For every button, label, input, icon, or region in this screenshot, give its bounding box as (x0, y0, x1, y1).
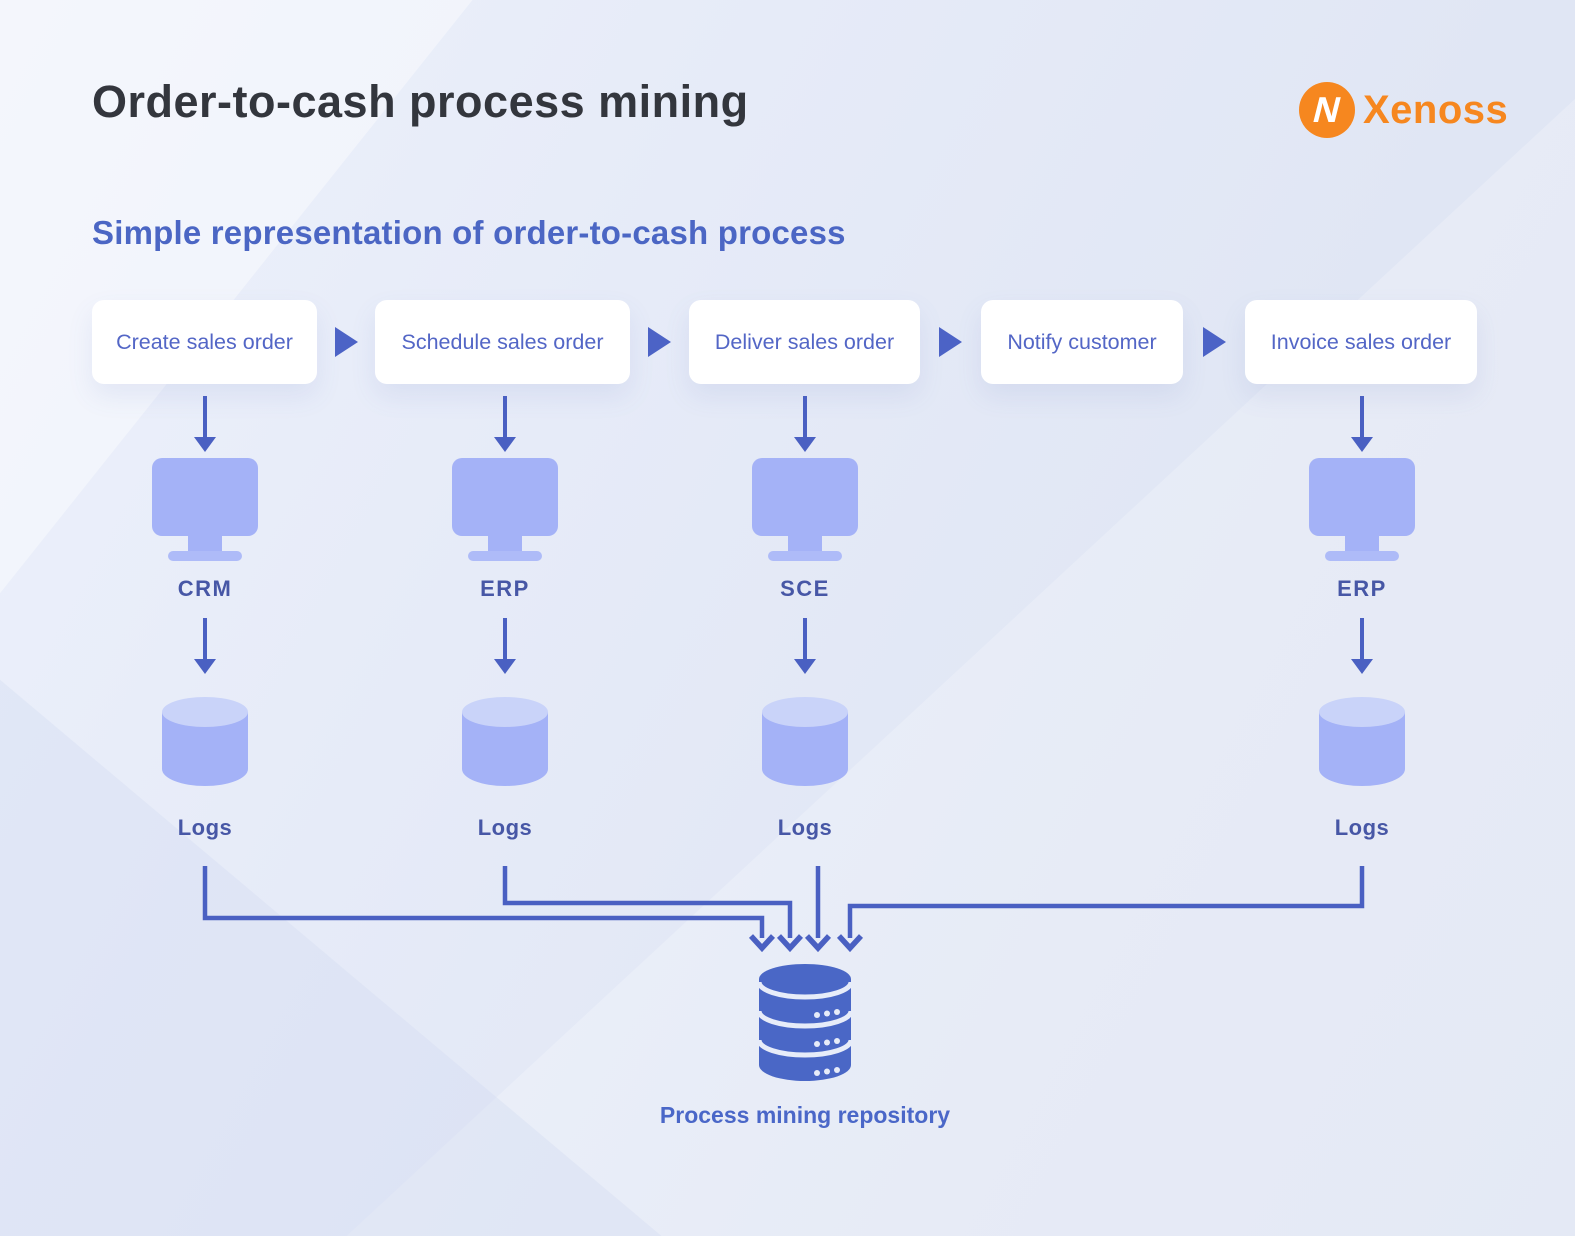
database-stack-icon (756, 963, 854, 1088)
system-label: CRM (177, 576, 233, 601)
monitor-icon (452, 458, 558, 561)
database-cylinder-icon (462, 696, 548, 793)
arrow-down-icon (494, 618, 516, 674)
flow-step-schedule-sales-order: Schedule sales order (375, 300, 630, 384)
system-label: ERP (1337, 576, 1387, 601)
right-triangle-arrow-icon (648, 327, 671, 357)
arrow-down-icon (1351, 618, 1373, 674)
monitor-icon (1309, 458, 1415, 561)
logs-label: Logs (477, 815, 533, 840)
system-column-erp-invoice: ERP Logs (1292, 396, 1432, 841)
flow-step-create-sales-order: Create sales order (92, 300, 317, 384)
logs-label: Logs (177, 815, 233, 840)
monitor-icon (152, 458, 258, 561)
system-column-crm: CRM Logs (135, 396, 275, 841)
system-column-erp: ERP Logs (435, 396, 575, 841)
right-triangle-arrow-icon (939, 327, 962, 357)
logo: N Xenoss (1299, 82, 1508, 138)
flow-step-notify-customer: Notify customer (981, 300, 1183, 384)
flow-step-deliver-sales-order: Deliver sales order (689, 300, 920, 384)
right-triangle-arrow-icon (1203, 327, 1226, 357)
arrow-down-icon (194, 396, 216, 452)
arrow-down-icon (794, 396, 816, 452)
database-cylinder-icon (1319, 696, 1405, 793)
logo-text: Xenoss (1363, 87, 1509, 132)
arrow-down-icon (494, 396, 516, 452)
arrow-down-icon (1351, 396, 1373, 452)
logo-mark-icon: N (1299, 82, 1355, 138)
arrow-down-icon (194, 618, 216, 674)
database-cylinder-icon (162, 696, 248, 793)
logo-mark-letter: N (1309, 89, 1346, 130)
right-triangle-arrow-icon (335, 327, 358, 357)
flow-step-invoice-sales-order: Invoice sales order (1245, 300, 1477, 384)
monitor-icon (752, 458, 858, 561)
logs-label: Logs (777, 815, 833, 840)
database-cylinder-icon (762, 696, 848, 793)
repository-label: Process mining repository (659, 1102, 951, 1128)
system-label: ERP (480, 576, 530, 601)
diagram-subtitle: Simple representation of order-to-cash p… (92, 214, 846, 251)
page-title: Order-to-cash process mining (92, 76, 749, 127)
system-column-sce: SCE Logs (735, 396, 875, 841)
system-label: SCE (780, 576, 830, 601)
arrow-down-icon (794, 618, 816, 674)
logs-label: Logs (1334, 815, 1390, 840)
